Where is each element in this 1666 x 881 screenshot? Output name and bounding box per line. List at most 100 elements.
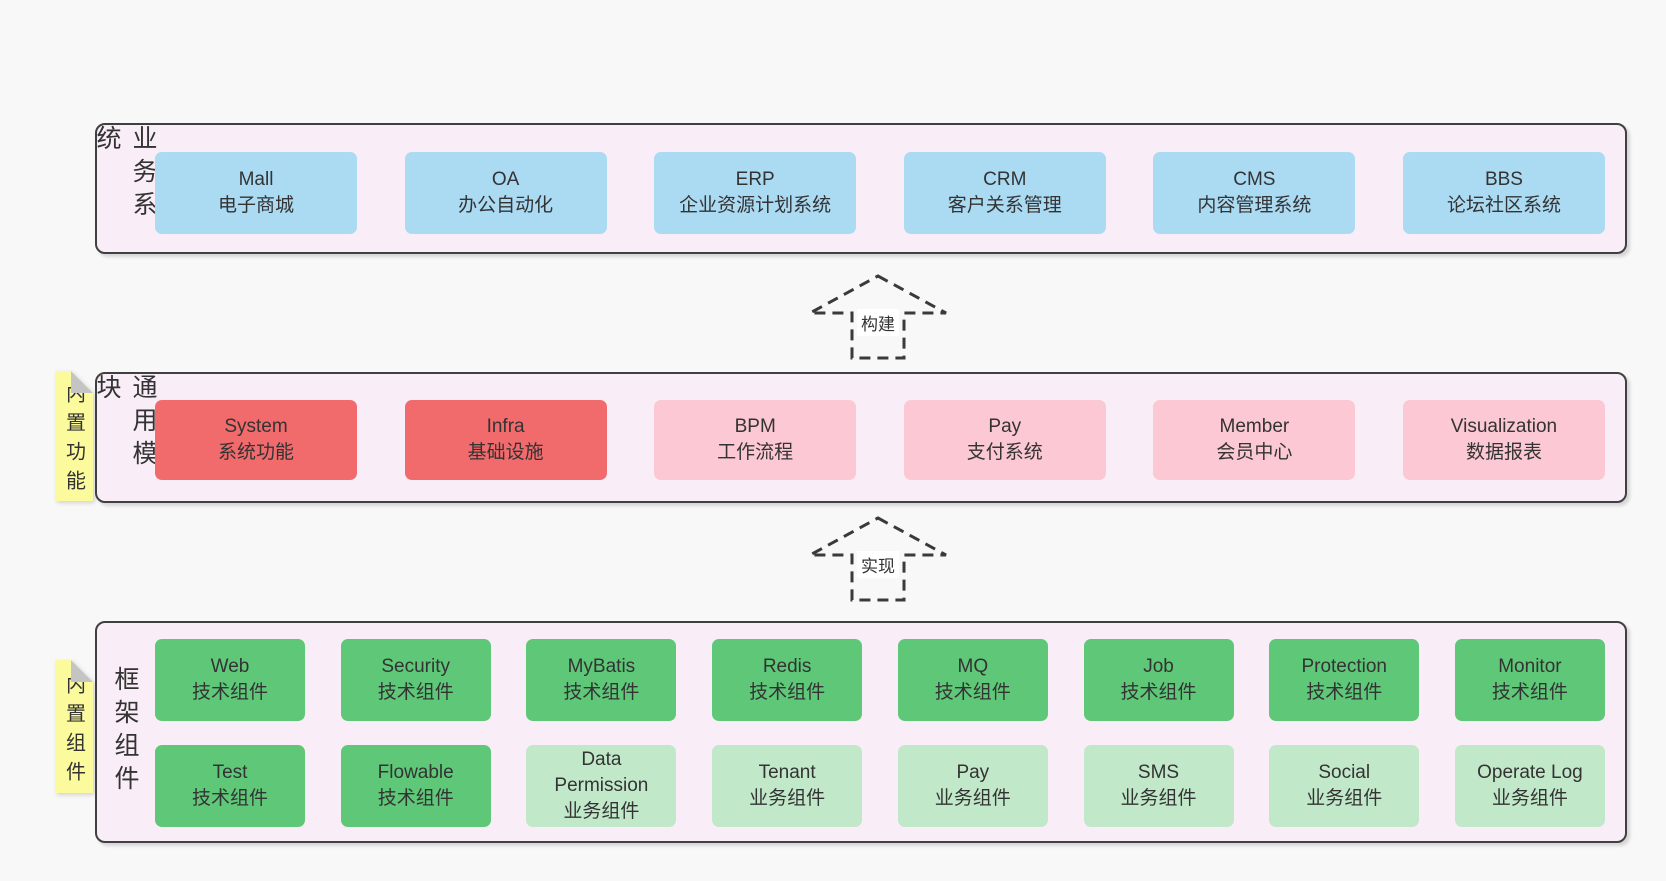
box-data-permission-name: Data Permission bbox=[554, 749, 649, 796]
box-bpm: BPM 工作流程 bbox=[654, 400, 857, 480]
box-data-permission: Data Permission 业务组件 bbox=[526, 745, 677, 827]
box-member-desc: 会员中心 bbox=[1216, 442, 1293, 463]
box-bbs-desc: 论坛社区系统 bbox=[1446, 195, 1561, 216]
panel-business-systems: 业务系统 Mall 电子商城 OA 办公自动化 ERP 企业资源计划系统 CRM… bbox=[93, 123, 1627, 254]
box-job-name: Job bbox=[1143, 656, 1174, 677]
box-pay-biz: Pay 业务组件 bbox=[897, 745, 1048, 827]
box-security-name: Security bbox=[381, 656, 451, 677]
box-security: Security 技术组件 bbox=[340, 639, 491, 721]
box-operate-log: Operate Log 业务组件 bbox=[1454, 745, 1605, 827]
box-tenant-desc: 业务组件 bbox=[749, 788, 826, 809]
box-erp-desc: 企业资源计划系统 bbox=[679, 195, 832, 216]
box-erp: ERP 企业资源计划系统 bbox=[654, 152, 857, 234]
box-visualization: Visualization 数据报表 bbox=[1402, 400, 1605, 480]
box-bbs: BBS 论坛社区系统 bbox=[1402, 152, 1605, 234]
box-pay-name: Pay bbox=[988, 416, 1022, 437]
box-web-desc: 技术组件 bbox=[191, 682, 268, 703]
box-cms: CMS 内容管理系统 bbox=[1153, 152, 1356, 234]
box-infra-name: Infra bbox=[486, 416, 525, 437]
box-oa-name: OA bbox=[491, 169, 520, 190]
box-oa-desc: 办公自动化 bbox=[458, 195, 554, 216]
box-monitor-desc: 技术组件 bbox=[1491, 682, 1568, 703]
box-pay: Pay 支付系统 bbox=[903, 400, 1106, 480]
box-monitor-name: Monitor bbox=[1498, 656, 1562, 677]
box-flowable-name: Flowable bbox=[377, 762, 454, 783]
box-redis-name: Redis bbox=[762, 656, 812, 677]
arrow-build-label: 构建 bbox=[857, 309, 899, 336]
panel-modules-label: 通用模块 bbox=[93, 374, 157, 473]
box-flowable: Flowable 技术组件 bbox=[340, 745, 491, 827]
box-bpm-desc: 工作流程 bbox=[717, 442, 794, 463]
box-bpm-name: BPM bbox=[734, 416, 776, 437]
box-infra-desc: 基础设施 bbox=[467, 442, 544, 463]
box-cms-desc: 内容管理系统 bbox=[1197, 195, 1312, 216]
box-mybatis-name: MyBatis bbox=[567, 656, 636, 677]
box-web: Web 技术组件 bbox=[155, 639, 305, 721]
box-system-desc: 系统功能 bbox=[217, 442, 294, 463]
panel-components-label: 框架组件 bbox=[111, 666, 139, 798]
box-test-desc: 技术组件 bbox=[191, 788, 268, 809]
box-crm: CRM 客户关系管理 bbox=[903, 152, 1106, 234]
note-built-in-components-wrap: 内置组件 bbox=[55, 660, 93, 793]
arrow-up-icon bbox=[809, 274, 947, 360]
arrow-up-icon bbox=[809, 516, 947, 602]
box-system: System 系统功能 bbox=[155, 400, 357, 480]
box-sms: SMS 业务组件 bbox=[1083, 745, 1234, 827]
box-crm-name: CRM bbox=[983, 169, 1027, 190]
box-mq-name: MQ bbox=[957, 656, 989, 677]
box-visualization-name: Visualization bbox=[1450, 416, 1558, 437]
box-pay-biz-name: Pay bbox=[956, 762, 990, 783]
box-tenant: Tenant 业务组件 bbox=[712, 745, 863, 827]
box-social: Social 业务组件 bbox=[1269, 745, 1420, 827]
box-pay-biz-desc: 业务组件 bbox=[934, 788, 1011, 809]
box-system-name: System bbox=[224, 416, 288, 437]
box-infra: Infra 基础设施 bbox=[404, 400, 607, 480]
box-mq: MQ 技术组件 bbox=[897, 639, 1048, 721]
box-mq-desc: 技术组件 bbox=[934, 682, 1011, 703]
box-sms-name: SMS bbox=[1137, 762, 1180, 783]
note-built-in-features-label: 内置功能 bbox=[62, 383, 85, 499]
box-mybatis: MyBatis 技术组件 bbox=[526, 639, 677, 721]
box-test-name: Test bbox=[212, 762, 248, 783]
box-oa: OA 办公自动化 bbox=[404, 152, 607, 234]
box-member-name: Member bbox=[1219, 416, 1290, 437]
box-web-name: Web bbox=[210, 656, 250, 677]
arrow-implement: 实现 bbox=[808, 516, 948, 602]
box-job-desc: 技术组件 bbox=[1120, 682, 1197, 703]
box-sms-desc: 业务组件 bbox=[1120, 788, 1197, 809]
box-mybatis-desc: 技术组件 bbox=[563, 682, 640, 703]
box-tenant-name: Tenant bbox=[758, 762, 816, 783]
box-redis: Redis 技术组件 bbox=[712, 639, 863, 721]
box-crm-desc: 客户关系管理 bbox=[947, 195, 1062, 216]
note-built-in-features: 内置功能 bbox=[55, 371, 93, 501]
box-operate-log-desc: 业务组件 bbox=[1491, 788, 1568, 809]
box-cms-name: CMS bbox=[1233, 169, 1276, 190]
box-redis-desc: 技术组件 bbox=[749, 682, 826, 703]
note-fold-corner-icon bbox=[71, 660, 93, 682]
box-monitor: Monitor 技术组件 bbox=[1454, 639, 1605, 721]
box-mall-desc: 电子商城 bbox=[217, 195, 294, 216]
box-job: Job 技术组件 bbox=[1083, 639, 1234, 721]
box-flowable-desc: 技术组件 bbox=[377, 788, 454, 809]
box-mall: Mall 电子商城 bbox=[155, 152, 357, 234]
box-social-name: Social bbox=[1318, 762, 1371, 783]
box-test: Test 技术组件 bbox=[155, 745, 305, 827]
box-pay-desc: 支付系统 bbox=[966, 442, 1043, 463]
arrow-implement-label: 实现 bbox=[857, 551, 899, 578]
box-security-desc: 技术组件 bbox=[377, 682, 454, 703]
box-data-permission-desc: 业务组件 bbox=[563, 801, 640, 822]
note-built-in-components-label: 内置组件 bbox=[62, 673, 85, 790]
panel-framework-components: 框架组件 Web 技术组件 Security 技术组件 MyBatis 技术组件… bbox=[95, 621, 1627, 843]
box-member: Member 会员中心 bbox=[1153, 400, 1356, 480]
box-operate-log-name: Operate Log bbox=[1477, 762, 1583, 783]
box-visualization-desc: 数据报表 bbox=[1465, 442, 1542, 463]
box-bbs-name: BBS bbox=[1484, 169, 1523, 190]
panel-common-modules: 通用模块 System 系统功能 Infra 基础设施 BPM 工作流程 Pay… bbox=[93, 372, 1627, 503]
note-built-in-components: 内置组件 bbox=[55, 660, 93, 793]
note-built-in-features-wrap: 内置功能 bbox=[55, 371, 93, 501]
box-protection-name: Protection bbox=[1301, 656, 1387, 677]
box-protection-desc: 技术组件 bbox=[1306, 682, 1383, 703]
box-social-desc: 业务组件 bbox=[1306, 788, 1383, 809]
box-mall-name: Mall bbox=[238, 169, 274, 190]
